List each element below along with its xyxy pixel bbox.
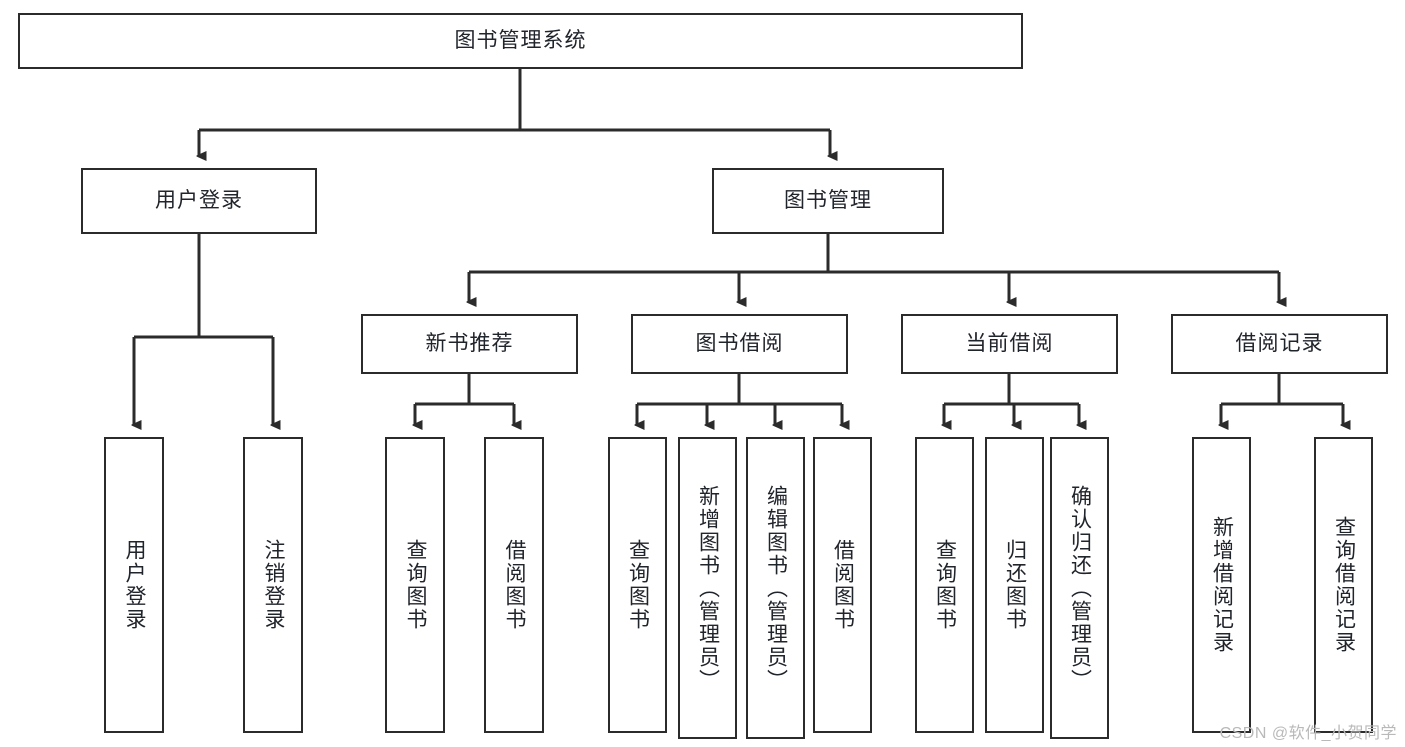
edges-bookborrow-to-leaves — [637, 374, 842, 425]
edges-userlogin-to-leaves — [134, 234, 273, 425]
node-leaf-query-book-cur-label: 查询图书 — [933, 539, 957, 631]
node-leaf-return-book-label: 归还图书 — [1003, 539, 1027, 631]
node-new-book-recommend-label: 新书推荐 — [425, 332, 514, 356]
node-leaf-borrow-book[interactable]: 借阅图书 — [813, 437, 872, 733]
node-book-borrow-label: 图书借阅 — [695, 332, 784, 356]
node-leaf-query-book-rec[interactable]: 查询图书 — [385, 437, 445, 733]
node-leaf-confirm-return-admin-label: 确认归还（管理员） — [1068, 484, 1092, 692]
node-leaf-edit-book-admin-label: 编辑图书（管理员） — [764, 484, 788, 692]
node-leaf-add-book-admin[interactable]: 新增图书（管理员） — [678, 437, 737, 739]
node-current-borrow[interactable]: 当前借阅 — [901, 314, 1118, 374]
node-current-borrow-label: 当前借阅 — [965, 332, 1054, 356]
node-leaf-logout-login[interactable]: 注销登录 — [243, 437, 303, 733]
node-root[interactable]: 图书管理系统 — [18, 13, 1023, 69]
node-leaf-return-book[interactable]: 归还图书 — [985, 437, 1044, 733]
node-book-manage-label: 图书管理 — [784, 189, 872, 213]
node-user-login-label: 用户登录 — [155, 189, 243, 213]
edges-currentborrow-to-leaves — [944, 374, 1079, 425]
node-leaf-user-login-label: 用户登录 — [123, 539, 147, 631]
node-leaf-query-book-rec-label: 查询图书 — [404, 539, 428, 631]
node-new-book-recommend[interactable]: 新书推荐 — [361, 314, 578, 374]
node-leaf-query-book-borrow-label: 查询图书 — [626, 539, 650, 631]
node-leaf-confirm-return-admin[interactable]: 确认归还（管理员） — [1050, 437, 1109, 739]
node-leaf-query-book-cur[interactable]: 查询图书 — [915, 437, 974, 733]
node-leaf-edit-book-admin[interactable]: 编辑图书（管理员） — [746, 437, 805, 739]
node-leaf-query-book-borrow[interactable]: 查询图书 — [608, 437, 667, 733]
node-leaf-query-borrow-record[interactable]: 查询借阅记录 — [1314, 437, 1373, 733]
node-leaf-borrow-book-label: 借阅图书 — [831, 539, 855, 631]
edges-bookmanage-to-level3 — [469, 234, 1279, 302]
edges-newbook-to-leaves — [415, 374, 514, 425]
edges-borrowrecord-to-leaves — [1221, 374, 1343, 425]
node-leaf-add-borrow-record[interactable]: 新增借阅记录 — [1192, 437, 1251, 733]
node-leaf-logout-login-label: 注销登录 — [262, 539, 286, 631]
node-leaf-borrow-book-rec[interactable]: 借阅图书 — [484, 437, 544, 733]
node-leaf-add-borrow-record-label: 新增借阅记录 — [1210, 516, 1234, 654]
node-root-label: 图书管理系统 — [454, 29, 587, 53]
node-user-login[interactable]: 用户登录 — [81, 168, 317, 234]
node-leaf-borrow-book-rec-label: 借阅图书 — [503, 539, 527, 631]
node-leaf-query-borrow-record-label: 查询借阅记录 — [1332, 516, 1356, 654]
watermark-text: CSDN @软件_小贺同学 — [1219, 725, 1397, 742]
node-borrow-record[interactable]: 借阅记录 — [1171, 314, 1388, 374]
node-book-manage[interactable]: 图书管理 — [712, 168, 944, 234]
node-leaf-user-login[interactable]: 用户登录 — [104, 437, 164, 733]
edges-root-to-level2 — [199, 69, 830, 156]
node-leaf-add-book-admin-label: 新增图书（管理员） — [696, 484, 720, 692]
node-borrow-record-label: 借阅记录 — [1235, 332, 1324, 356]
node-book-borrow[interactable]: 图书借阅 — [631, 314, 848, 374]
